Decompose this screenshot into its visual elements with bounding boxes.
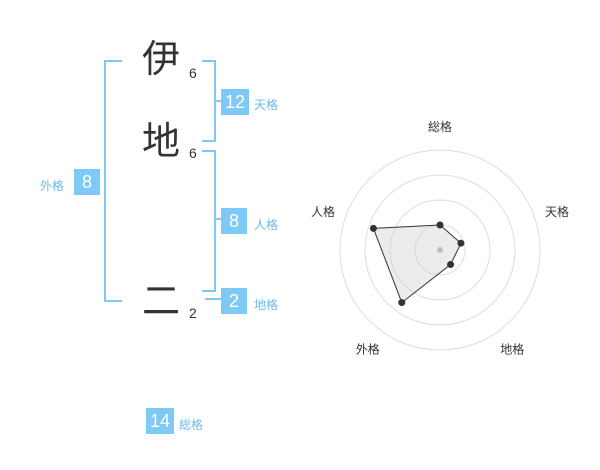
soukaku-label: 総格 [179,418,204,432]
gaikaku-badge: 8 [74,169,100,195]
gaikaku-label: 外格 [40,179,65,193]
chikaku-connector [205,298,221,300]
jinkaku-label: 人格 [254,218,279,232]
chikaku-badge: 2 [221,288,247,314]
radar-point-3 [447,261,455,269]
radar-grid-ring [389,199,491,301]
tenkaku-label: 天格 [254,98,279,112]
radar-point-4 [398,299,406,307]
radar-axis-label-2: 天格 [545,204,569,219]
jinkaku-badge: 8 [221,208,247,234]
tenkaku-connector [214,100,221,102]
radar-axis-label-3: 地格 [500,342,524,357]
jinkaku-connector [214,218,221,220]
radar-axis-label-4: 外格 [356,342,380,357]
name-char-2: 地 [142,119,181,163]
radar-point-2 [457,239,465,247]
stroke-count-3: 2 [189,305,197,321]
jinkaku-bracket [202,150,216,292]
name-char-1: 伊 [142,37,181,81]
name-char-3: 二 [142,279,181,323]
gaikaku-bracket [104,60,122,302]
chikaku-label: 地格 [254,298,279,312]
radar-axis-label-1: 総格 [428,119,452,134]
tenkaku-badge: 12 [221,89,249,115]
radar-point-1 [436,221,444,229]
radar-grid-ring [364,174,516,326]
soukaku-badge: 14 [146,408,174,434]
radar-grid-ring [339,149,541,351]
stroke-count-2: 6 [189,145,197,161]
radar-point-5 [369,224,377,232]
radar-center [437,247,443,253]
radar-axis-label-5: 人格 [311,204,335,219]
stroke-count-1: 6 [189,65,197,81]
radar-polygon [372,224,462,304]
